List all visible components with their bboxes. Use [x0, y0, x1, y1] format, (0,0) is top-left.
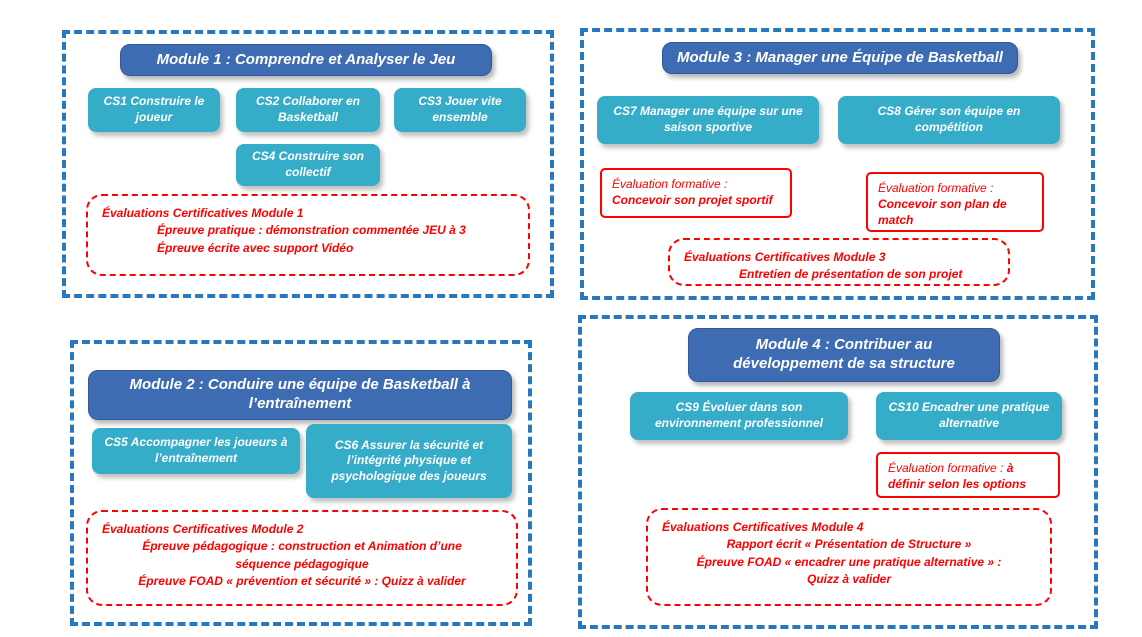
module-2-certification-line: Épreuve pédagogique : construction et An… — [142, 539, 462, 571]
module-3-certification-title: Évaluations Certificatives Module 3 — [684, 250, 886, 264]
module-4-formative-box: Évaluation formative : à définir selon l… — [876, 452, 1060, 498]
module-1-certification-box: Évaluations Certificatives Module 1 Épre… — [86, 194, 530, 276]
cs9-box: CS9 Évoluer dans son environnement profe… — [630, 392, 848, 440]
cs7-box: CS7 Manager une équipe sur une saison sp… — [597, 96, 819, 144]
cs1-label: CS1 Construire le joueur — [103, 94, 205, 124]
cs4-box: CS4 Construire son collectif — [236, 144, 380, 186]
module-3-certification-box: Évaluations Certificatives Module 3 Entr… — [668, 238, 1010, 286]
cs10-label: CS10 Encadrer une pratique alternative — [888, 400, 1050, 430]
cs4-label: CS4 Construire son collectif — [251, 149, 365, 179]
module-4-title: Module 4 : Contribuer au développement d… — [733, 336, 955, 372]
cs8-label: CS8 Gérer son équipe en compétition — [877, 104, 1021, 134]
cs3-box: CS3 Jouer vite ensemble — [394, 88, 526, 132]
module-3-header: Module 3 : Manager une Équipe de Basketb… — [662, 42, 1018, 74]
cs2-label: CS2 Collaborer en Basketball — [255, 94, 361, 124]
cs6-box: CS6 Assurer la sécurité et l’intégrité p… — [306, 424, 512, 498]
formative-label: Évaluation formative : — [878, 181, 994, 195]
module-3-title: Module 3 : Manager une Équipe de Basketb… — [677, 48, 1003, 66]
cs1-box: CS1 Construire le joueur — [88, 88, 220, 132]
module-4-certification-line: Épreuve FOAD « encadrer une pratique alt… — [696, 554, 1002, 587]
cs2-box: CS2 Collaborer en Basketball — [236, 88, 380, 132]
formative-label: Évaluation formative : — [888, 461, 1004, 475]
module-1-certification-line: Épreuve pratique : démonstration comment… — [157, 223, 466, 238]
module-4-certification-box: Évaluations Certificatives Module 4 Rapp… — [646, 508, 1052, 606]
module-4-header: Module 4 : Contribuer au développement d… — [688, 328, 1000, 382]
formative-label: Évaluation formative : — [612, 177, 728, 191]
cs9-label: CS9 Évoluer dans son environnement profe… — [654, 400, 824, 430]
formative-value: Concevoir son projet sportif — [612, 193, 773, 208]
module-1-certification-line: Épreuve écrite avec support Vidéo — [157, 240, 354, 255]
cs5-box: CS5 Accompagner les joueurs à l’entraîne… — [92, 428, 300, 474]
formative-value: Concevoir son plan de match — [878, 197, 1007, 228]
cs6-label: CS6 Assurer la sécurité et l’intégrité p… — [331, 437, 487, 483]
module-2-header: Module 2 : Conduire une équipe de Basket… — [88, 370, 512, 420]
module-3-formative-box-2: Évaluation formative : Concevoir son pla… — [866, 172, 1044, 232]
module-1-certification-title: Évaluations Certificatives Module 1 — [102, 206, 304, 220]
cs5-label: CS5 Accompagner les joueurs à l’entraîne… — [104, 435, 288, 465]
cs3-label: CS3 Jouer vite ensemble — [418, 94, 502, 124]
module-2-title: Module 2 : Conduire une équipe de Basket… — [129, 376, 471, 412]
cs7-label: CS7 Manager une équipe sur une saison sp… — [613, 104, 803, 134]
module-1-title: Module 1 : Comprendre et Analyser le Jeu — [156, 50, 456, 68]
module-3-certification-line: Entretien de présentation de son projet — [739, 267, 963, 282]
module-3-formative-box-1: Évaluation formative : Concevoir son pro… — [600, 168, 792, 218]
module-2-certification-line: Épreuve FOAD « prévention et sécurité » … — [138, 574, 466, 589]
module-4-certification-line: Rapport écrit « Présentation de Structur… — [726, 537, 972, 552]
module-4-certification-title: Évaluations Certificatives Module 4 — [662, 520, 864, 534]
module-2-certification-box: Évaluations Certificatives Module 2 Épre… — [86, 510, 518, 606]
formative-value: à définir selon les options — [888, 461, 1027, 492]
module-1-header: Module 1 : Comprendre et Analyser le Jeu — [120, 44, 492, 76]
cs8-box: CS8 Gérer son équipe en compétition — [838, 96, 1060, 144]
cs10-box: CS10 Encadrer une pratique alternative — [876, 392, 1062, 440]
module-2-certification-title: Évaluations Certificatives Module 2 — [102, 522, 304, 536]
